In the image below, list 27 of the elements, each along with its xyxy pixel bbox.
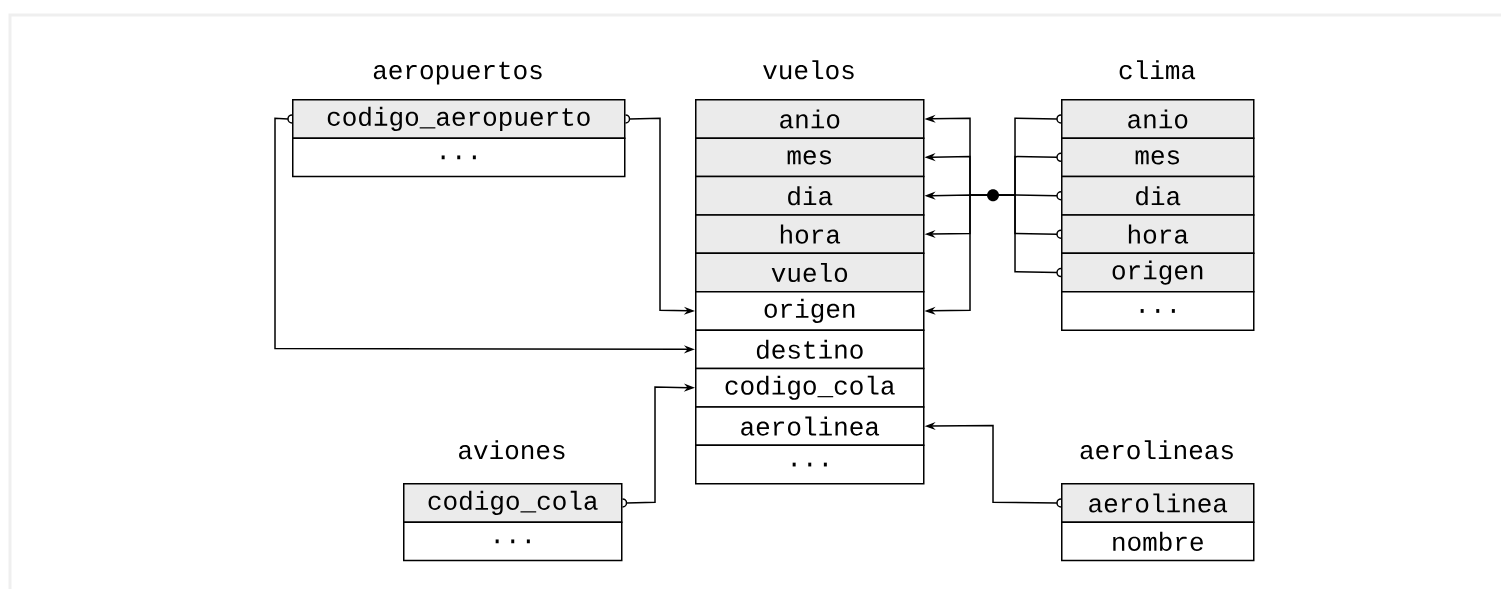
table-row: dia (1061, 175, 1255, 216)
table-row: ... (292, 137, 626, 178)
table-row: hora (1061, 214, 1255, 255)
table-title: vuelos (763, 60, 854, 80)
table-title: aerolineas (1080, 440, 1233, 460)
table-row: aerolinea (695, 406, 925, 447)
table-row: origen (1061, 252, 1255, 293)
table-row: destino (695, 329, 925, 370)
table-row: vuelo (695, 252, 925, 293)
table-row: dia (695, 175, 925, 216)
table-row: anio (1061, 99, 1255, 139)
table-title: aviones (459, 440, 565, 460)
table-row: aerolinea (1061, 483, 1255, 523)
table-row: ... (695, 444, 925, 485)
table-row: codigo_aeropuerto (292, 99, 626, 139)
table-row: ... (403, 521, 623, 562)
table-title: aeropuertos (373, 61, 542, 85)
table-row: codigo_cola (695, 367, 925, 408)
table-row: anio (695, 99, 925, 139)
table-title: clima (1119, 60, 1196, 80)
table-row: codigo_cola (403, 483, 623, 523)
table-row: nombre (1061, 521, 1255, 562)
table-row: mes (695, 137, 925, 178)
table-row: mes (1061, 137, 1255, 178)
table-row: origen (695, 291, 925, 331)
table-row: ... (1061, 291, 1255, 331)
table-row: hora (695, 214, 925, 255)
